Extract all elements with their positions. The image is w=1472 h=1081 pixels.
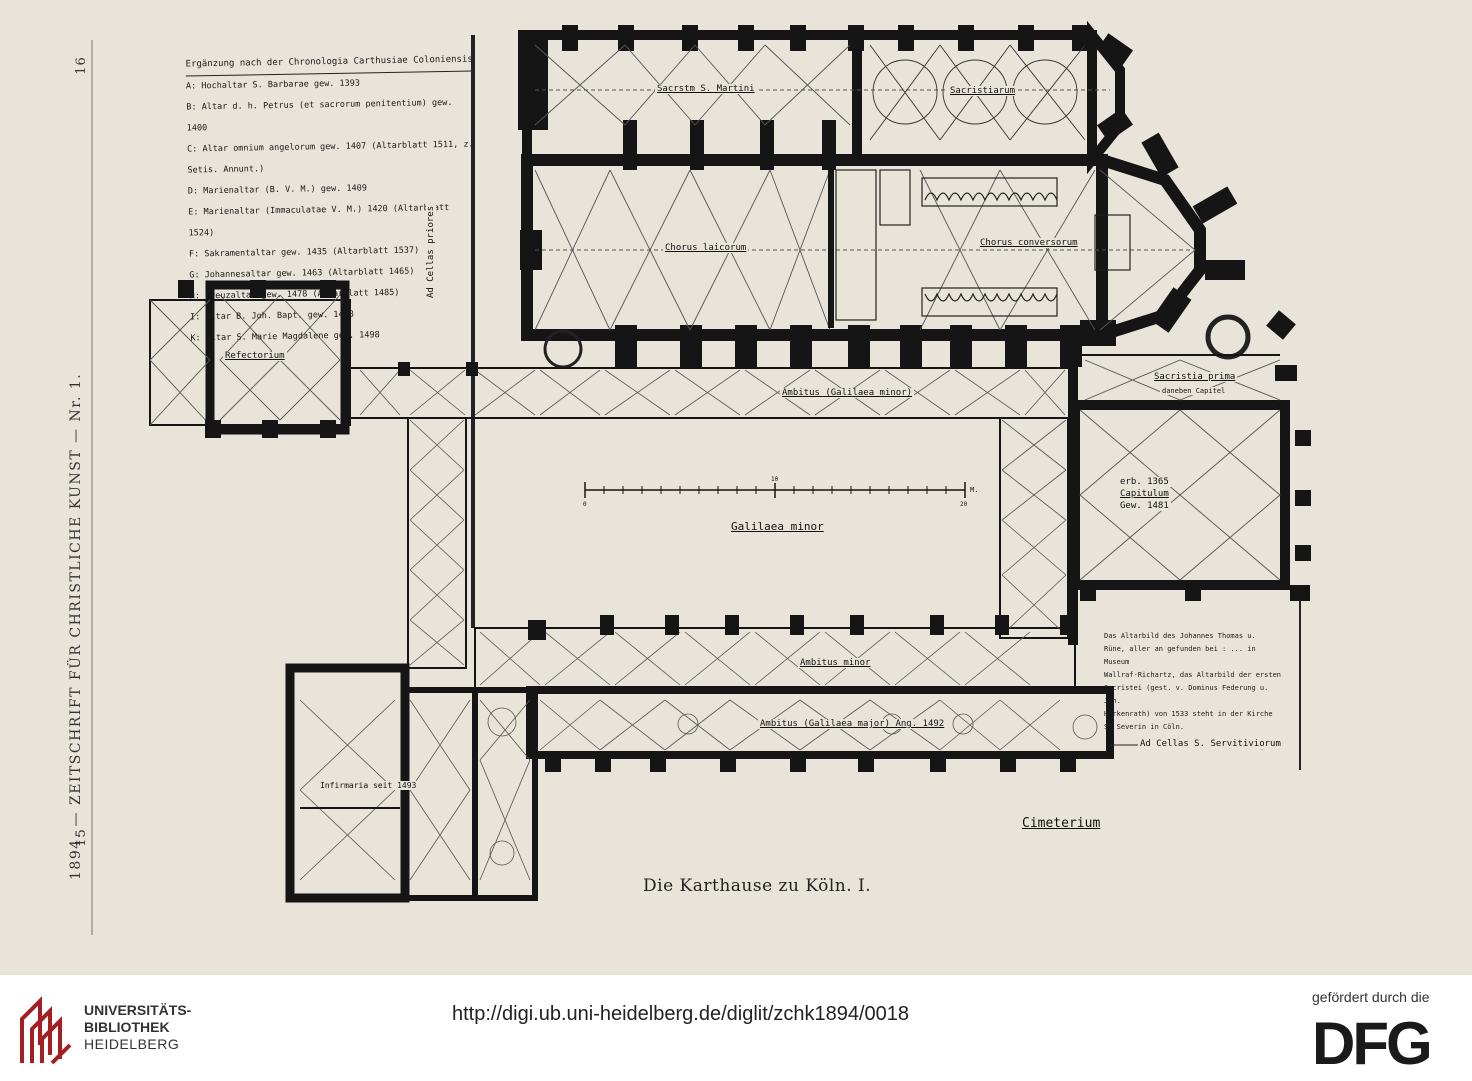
label-capitulum: Capitulum <box>1118 489 1171 499</box>
funded-by-label: gefördert durch die <box>1312 989 1430 1005</box>
label-refectorium: Refectorium <box>223 351 287 361</box>
library-name-line2: BIBLIOTHEK <box>84 1019 170 1035</box>
note-line: Wallraf-Richartz, das Altarbild der erst… <box>1104 671 1282 679</box>
label-ambitus-galilaea-major: Ambitus (Galilaea major) Ang. 1492 <box>758 719 947 729</box>
viewer-footer <box>0 975 1472 1081</box>
altar-painting-note: Das Altarbild des Johannes Thomas u. Rün… <box>1104 630 1284 734</box>
label-capitulum-year: erb. 1365 <box>1118 477 1171 487</box>
dfg-logo-icon[interactable]: DFG <box>1312 1012 1452 1070</box>
dfg-logo-text: DFG <box>1312 1012 1430 1070</box>
altar-legend: Ergänzung nach der Chronologia Carthusia… <box>185 49 480 349</box>
label-ambitus-minor: Ambitus minor <box>798 658 873 668</box>
label-sacristia-prima: Sacristia prima <box>1152 372 1238 382</box>
running-head: 1894. — ZEITSCHRIFT FÜR CHRISTLICHE KUNS… <box>68 372 84 880</box>
label-coemeterium: Cimeterium <box>1020 816 1103 831</box>
label-ad-cellas-priores: Ad Cellas priores <box>426 203 436 300</box>
scale-label-0: 0 <box>581 501 589 508</box>
label-ambitus-galilaea-minor: Ambitus (Galilaea minor) <box>780 388 915 398</box>
note-line: S. Severin in Cöln. <box>1104 723 1185 731</box>
label-sacristy-martini: Sacrstm S. Martini <box>655 84 757 94</box>
note-line: Sacristei (gest. v. Dominus Federung u. … <box>1104 684 1269 705</box>
scale-label-20: 20 <box>958 501 970 508</box>
figure-caption: Die Karthause zu Köln. I. <box>643 876 872 896</box>
label-infirmaria: Infirmaria seit 1493 <box>318 781 419 790</box>
library-name-line1: UNIVERSITÄTS- <box>84 1002 192 1018</box>
note-line: Rüne, aller an gefunden bei : ... in Mus… <box>1104 645 1256 666</box>
label-capitulum-sub: Gew. 1481 <box>1118 501 1171 511</box>
scale-unit-label: M. <box>968 486 981 494</box>
label-chorus-laicorum: Chorus laicorum <box>663 243 749 253</box>
note-line: Das Altarbild des Johannes Thomas u. <box>1104 632 1256 640</box>
label-ad-cellas-servitiviorum: Ad Cellas S. Servitiviorum <box>1138 739 1283 749</box>
university-library-logo-icon[interactable] <box>18 989 74 1065</box>
scale-label-10: 10 <box>769 476 781 483</box>
note-line: Herkenrath) von 1533 steht in der Kirche <box>1104 710 1273 718</box>
label-chorus-conversorum: Chorus conversorum <box>978 238 1080 248</box>
university-library-name[interactable]: UNIVERSITÄTS- BIBLIOTHEK HEIDELBERG <box>84 1002 191 1053</box>
library-name-line3: HEIDELBERG <box>84 1036 180 1052</box>
legend-item: C: Altar omnium angelorum gew. 1407 (Alt… <box>187 139 474 176</box>
permalink-url[interactable]: http://digi.ub.uni-heidelberg.de/diglit/… <box>452 1003 909 1025</box>
scanned-page: 1894. — ZEITSCHRIFT FÜR CHRISTLICHE KUNS… <box>0 0 1472 975</box>
page-number-bottom: 15 <box>73 828 89 847</box>
label-sacristia-prima-sub: daneben Capitel <box>1160 387 1228 395</box>
legend-item: B: Altar d. h. Petrus (et sacrorum penit… <box>186 97 453 134</box>
label-sacristy: Sacristiarum <box>948 86 1018 96</box>
page-number-top: 16 <box>73 56 89 75</box>
floor-plan <box>91 20 1311 935</box>
label-galilaea-minor: Galilaea minor <box>729 520 826 533</box>
